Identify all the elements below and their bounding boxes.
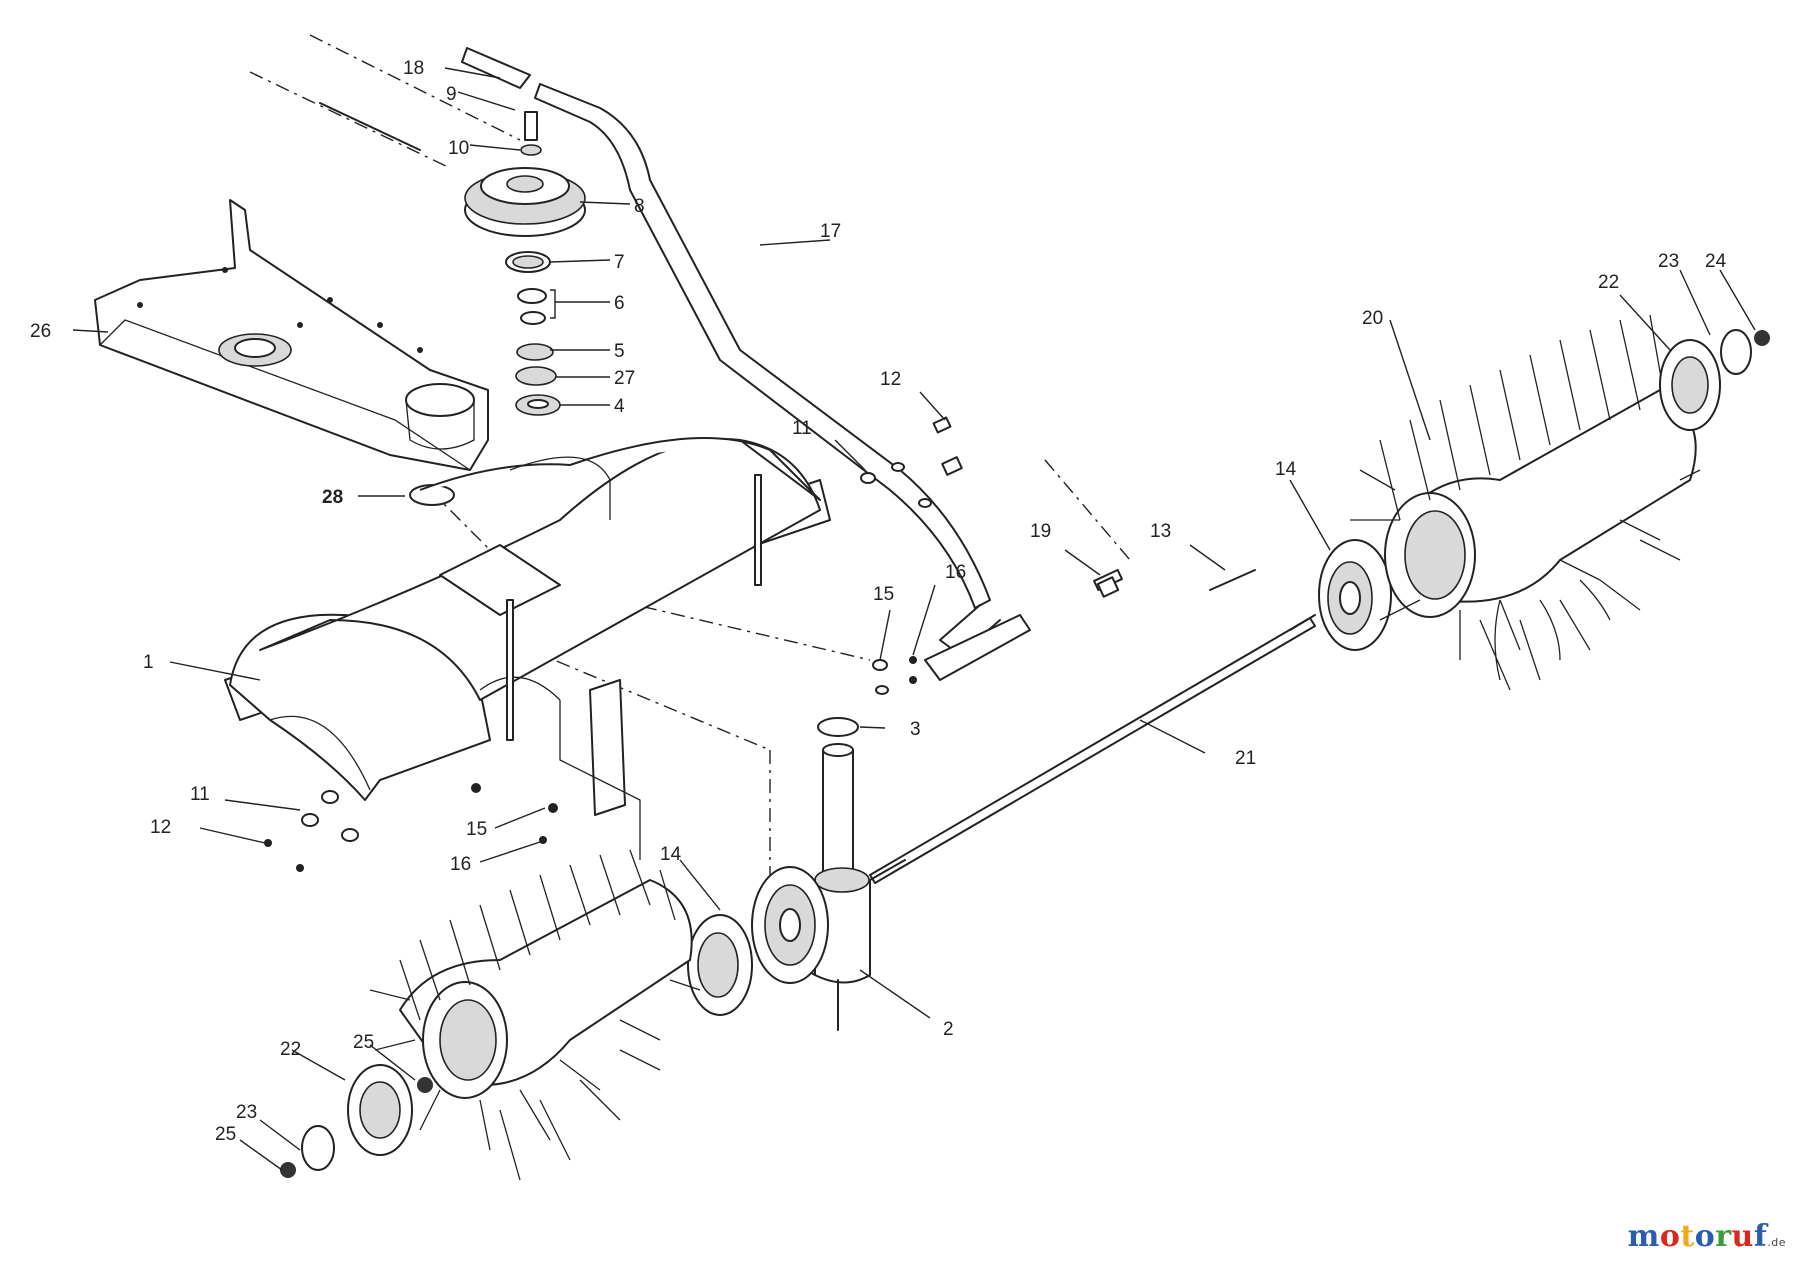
- callout-12-top: 12: [880, 369, 901, 390]
- callout-11-top: 11: [792, 418, 812, 439]
- part-17-handle: [461, 47, 1001, 656]
- callout-8: 8: [634, 196, 645, 217]
- callout-25-upper: 25: [353, 1032, 374, 1053]
- callout-28: 28: [322, 487, 343, 508]
- part-22-hub-left-end: [280, 1064, 433, 1178]
- part-14-hub-right: [1318, 539, 1392, 651]
- callout-14-right: 14: [1275, 459, 1297, 480]
- callout-11-bottom: 11: [190, 784, 210, 805]
- part-1-brush-shroud: [224, 437, 831, 860]
- callout-1: 1: [143, 652, 154, 673]
- fasteners: [264, 416, 1256, 872]
- callout-22-right: 22: [1598, 272, 1619, 293]
- callouts: 18 9 10 8 7 6 5 27 4 26 28 17 12 11 19 1…: [30, 58, 1727, 1145]
- part-21-shaft: [869, 614, 1316, 884]
- callout-27: 27: [614, 368, 635, 389]
- callout-18: 18: [403, 58, 424, 79]
- part-22-hub-right-end: [1659, 329, 1770, 431]
- watermark-letter: f: [1753, 1219, 1768, 1254]
- callout-9: 9: [446, 84, 457, 105]
- watermark-letter: t: [1680, 1219, 1695, 1254]
- callout-6: 6: [614, 293, 625, 314]
- callout-16-bottom: 16: [450, 854, 471, 875]
- brush-left: [369, 849, 701, 1181]
- callout-4: 4: [614, 396, 625, 417]
- callout-7: 7: [614, 252, 625, 273]
- callout-12-bottom: 12: [150, 817, 171, 838]
- callout-21: 21: [1235, 748, 1256, 769]
- callout-15-top: 15: [873, 584, 894, 605]
- callout-15-bottom: 15: [466, 819, 487, 840]
- watermark-letter: o: [1659, 1219, 1681, 1254]
- callout-19: 19: [1030, 521, 1051, 542]
- callout-24: 24: [1705, 251, 1727, 272]
- pulley-stack: [464, 111, 586, 416]
- callout-22-left: 22: [280, 1039, 301, 1060]
- part-14-hub-left: [687, 866, 829, 1016]
- leader-lines: [72, 67, 1756, 1171]
- callout-16-top: 16: [945, 562, 966, 583]
- part-26-gearbox-housing: [94, 199, 489, 471]
- callout-5: 5: [614, 341, 625, 362]
- watermark-letter: o: [1694, 1219, 1716, 1254]
- watermark-logo: motoruf.de: [1628, 1219, 1786, 1254]
- callout-23-right: 23: [1658, 251, 1679, 272]
- watermark-letter: r: [1715, 1219, 1732, 1254]
- watermark-letter: u: [1731, 1219, 1754, 1254]
- threaded-rod: [319, 102, 421, 151]
- watermark-suffix: .de: [1767, 1236, 1786, 1249]
- callout-17: 17: [820, 221, 841, 242]
- callout-3: 3: [910, 719, 921, 740]
- callout-23-left: 23: [236, 1102, 257, 1123]
- callout-2: 2: [943, 1019, 954, 1040]
- callout-13: 13: [1150, 521, 1171, 542]
- watermark-letter: m: [1627, 1219, 1660, 1254]
- part-20-brush-right: [1350, 314, 1701, 691]
- callout-25-lower: 25: [215, 1124, 236, 1145]
- callout-10: 10: [448, 138, 469, 159]
- callout-20: 20: [1362, 308, 1383, 329]
- callout-26: 26: [30, 321, 51, 342]
- callout-14-left: 14: [660, 844, 682, 865]
